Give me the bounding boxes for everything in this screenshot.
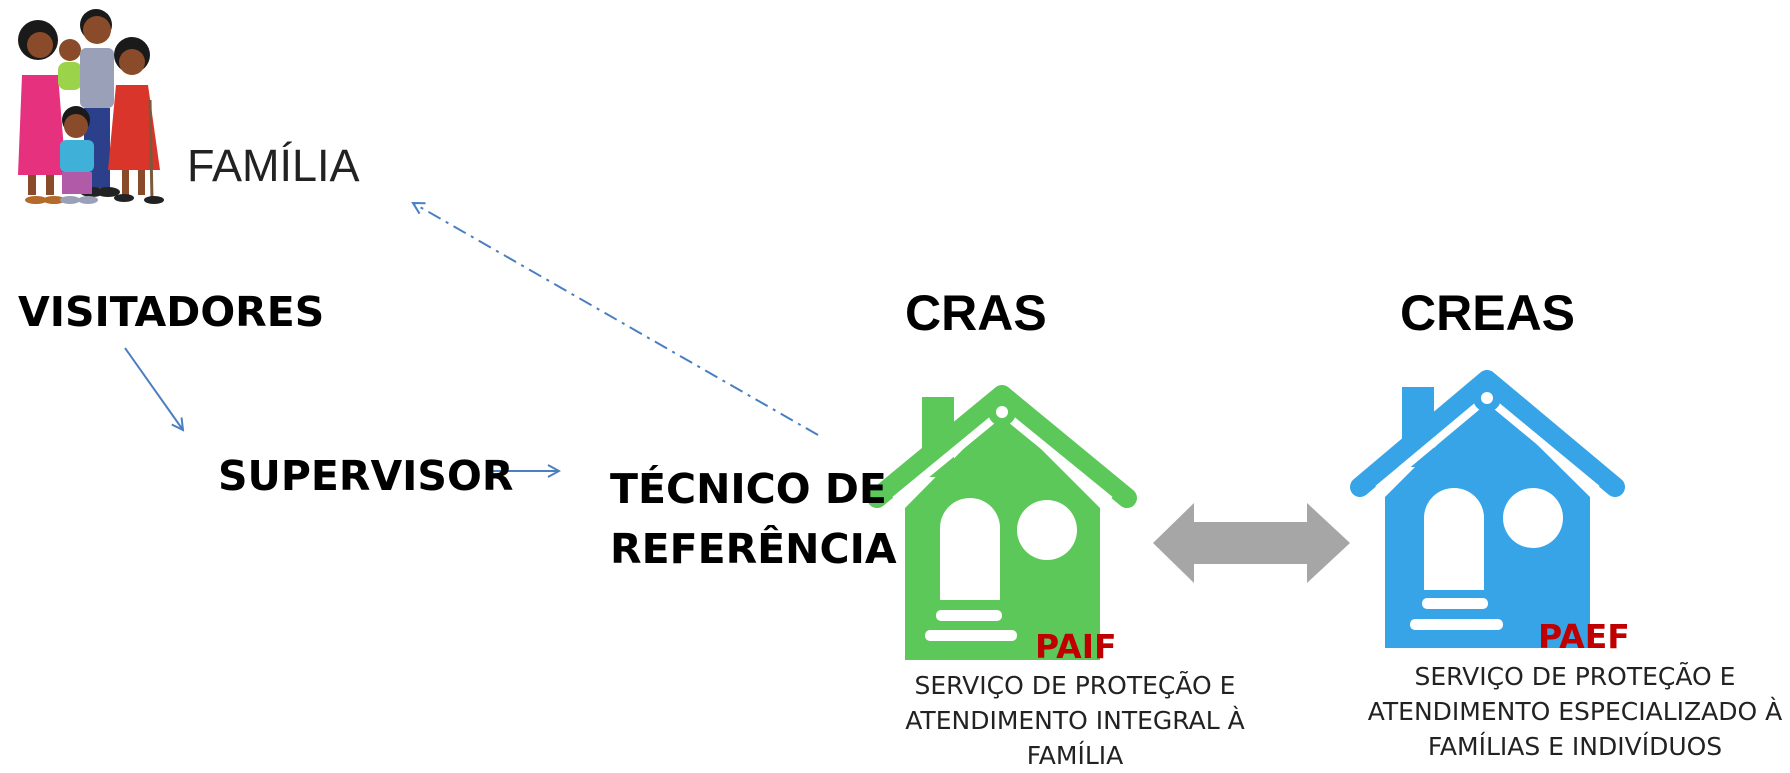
cras-description-line: SERVIÇO DE PROTEÇÃO E — [914, 671, 1236, 700]
tecnico-line-2: REFERÊNCIA — [610, 525, 897, 573]
double-arrow-cras-creas — [1153, 503, 1350, 583]
family-label: FAMÍLIA — [187, 140, 360, 191]
paif-label: PAIF — [1035, 627, 1117, 666]
creas-title: CREAS — [1400, 285, 1576, 341]
supervisor-label: SUPERVISOR — [218, 452, 514, 500]
creas-description-line: ATENDIMENTO ESPECIALIZADO À — [1367, 697, 1783, 726]
cras-description: SERVIÇO DE PROTEÇÃO E ATENDIMENTO INTEGR… — [895, 668, 1255, 773]
creas-description: SERVIÇO DE PROTEÇÃO E ATENDIMENTO ESPECI… — [1365, 659, 1785, 764]
cras-description-line: ATENDIMENTO INTEGRAL À — [905, 706, 1245, 735]
creas-house-icon — [1350, 370, 1625, 648]
cras-title: CRAS — [905, 285, 1047, 341]
creas-description-line: FAMÍLIAS E INDIVÍDUOS — [1427, 732, 1723, 761]
tecnico-label: TÉCNICO DE REFERÊNCIA — [610, 459, 897, 579]
visitadores-label: VISITADORES — [18, 288, 325, 336]
cras-description-line: FAMÍLIA — [1026, 741, 1124, 770]
tecnico-line-1: TÉCNICO DE — [610, 465, 887, 513]
family-illustration — [18, 9, 164, 204]
paef-label: PAEF — [1538, 617, 1630, 656]
arrow-tecnico-to-familia — [413, 203, 819, 436]
arrow-visitadores-to-supervisor — [124, 347, 183, 430]
cras-house-icon — [867, 385, 1137, 660]
creas-description-line: SERVIÇO DE PROTEÇÃO E — [1414, 662, 1736, 691]
